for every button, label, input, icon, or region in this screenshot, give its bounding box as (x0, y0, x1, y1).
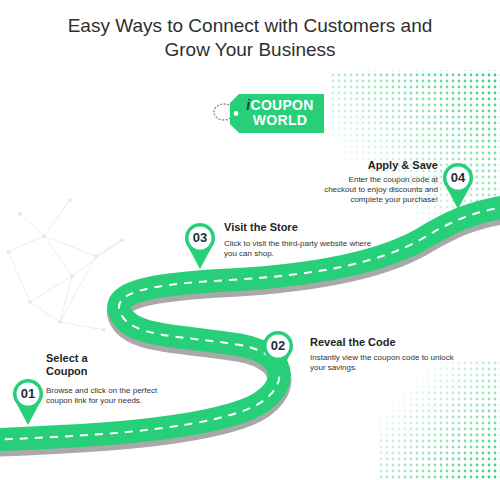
step-pin: 01Select a CouponBrowse and click on the… (12, 378, 44, 426)
step-heading: Reveal the Code (310, 336, 480, 349)
network-lines (8, 200, 122, 330)
step-description: Browse and click on the perfect coupon l… (46, 386, 170, 406)
step-pin: 03Visit the StoreClick to visit the thir… (184, 222, 216, 270)
network-dots (6, 198, 124, 332)
step-number: 02 (266, 335, 290, 357)
step-number: 04 (446, 167, 470, 189)
title-text: Easy Ways to Connect with Customers and … (60, 14, 440, 62)
step-number: 03 (188, 227, 212, 249)
map-pin (262, 330, 294, 378)
step-heading: Select a Coupon (46, 352, 118, 378)
step-pin: 02Reveal the CodeInstantly view the coup… (262, 330, 294, 378)
step-description: Enter the coupon code at checkout to enj… (318, 175, 438, 205)
step-heading: Visit the Store (224, 221, 394, 234)
step-description: Click to visit the third-party website w… (224, 239, 384, 259)
map-pin (184, 222, 216, 270)
halftone-dots (380, 360, 500, 480)
step-description: Instantly view the coupon code to unlock… (310, 353, 465, 373)
map-pin (442, 162, 474, 210)
road (0, 206, 500, 445)
step-number: 01 (16, 383, 40, 405)
logo-tag: iCOUPON WORLD (230, 94, 324, 133)
logo-text: iCOUPON WORLD (244, 98, 316, 128)
step-heading: Apply & Save (320, 159, 438, 172)
step-pin: 04Apply & SaveEnter the coupon code at c… (442, 162, 474, 210)
map-pin (12, 378, 44, 426)
